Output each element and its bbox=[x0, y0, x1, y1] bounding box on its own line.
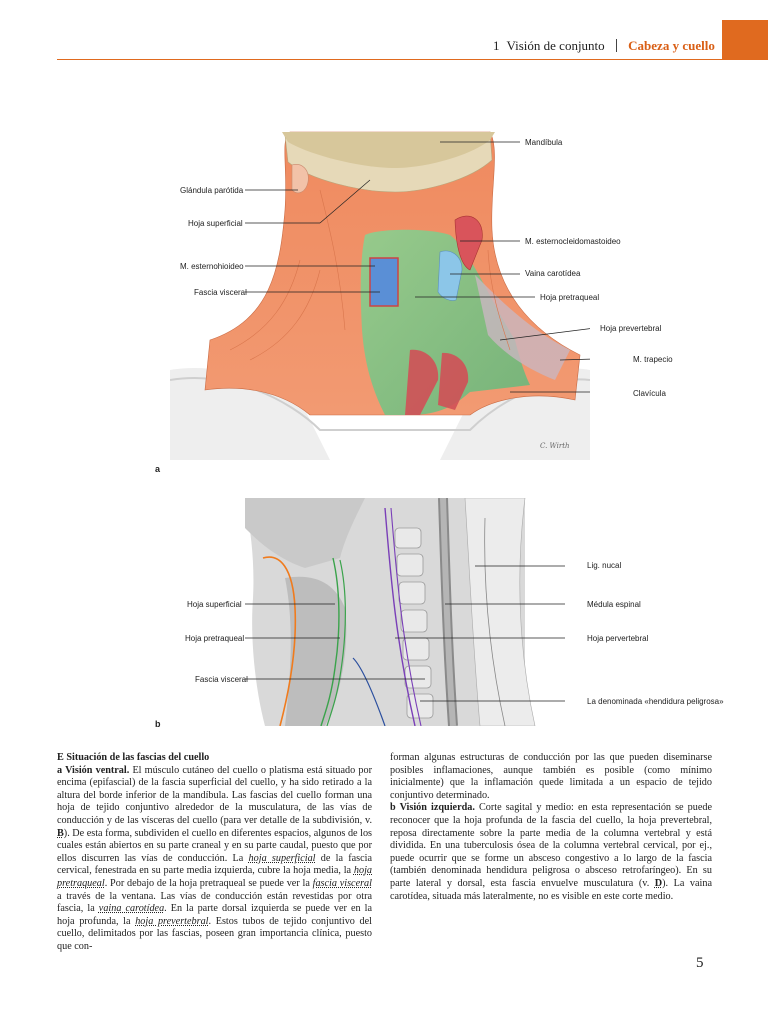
label-hoja-superficial-a: Hoja superficial bbox=[188, 219, 243, 228]
label-esternocleidomastoideo: M. esternocleidomastoideo bbox=[525, 237, 621, 246]
caption-item-b-title: b Visión izquierda. bbox=[390, 802, 475, 814]
running-head: 1 Visión de conjunto Cabeza y cuello bbox=[493, 38, 715, 54]
label-hoja-superficial-b: Hoja superficial bbox=[187, 600, 242, 609]
label-glandula-parotida: Glándula parótida bbox=[180, 186, 244, 195]
figure-a-letter: a bbox=[155, 464, 161, 474]
caption-heading: E Situación de las fascias del cuello bbox=[57, 752, 210, 763]
header-rule bbox=[57, 59, 722, 60]
reference-d[interactable]: D bbox=[654, 877, 663, 889]
page-header: 1 Visión de conjunto Cabeza y cuello bbox=[0, 0, 768, 60]
caption-right-column: forman algunas estructuras de conducción… bbox=[390, 752, 712, 903]
term-fascia-visceral: fascia visceral bbox=[312, 877, 372, 889]
label-lig-nucal: Lig. nucal bbox=[587, 561, 622, 570]
label-esternohioideo: M. esternohioideo bbox=[180, 262, 244, 271]
section-title: Cabeza y cuello bbox=[628, 38, 715, 53]
label-hendidura-peligrosa: La denominada «hendidura peligrosa» bbox=[587, 697, 724, 706]
reference-b[interactable]: B bbox=[57, 827, 64, 839]
chapter-tab bbox=[722, 20, 768, 60]
caption-item-a-title: a Visión ventral. bbox=[57, 764, 130, 776]
label-trapecio: M. trapecio bbox=[633, 355, 673, 364]
chapter-title: Visión de conjunto bbox=[506, 38, 605, 53]
header-separator bbox=[615, 39, 617, 52]
label-vaina-carotidea: Vaina carotídea bbox=[525, 269, 581, 278]
chapter-number: 1 bbox=[493, 38, 500, 53]
label-hoja-pretraqueal-a: Hoja pretraqueal bbox=[540, 293, 600, 302]
caption-item-b: b Visión izquierda. Corte sagital y medi… bbox=[390, 802, 712, 902]
figure-b-letter: b bbox=[155, 719, 161, 729]
caption-continuation: forman algunas estructuras de conducción… bbox=[390, 752, 712, 801]
artist-signature: C. Wirth bbox=[540, 442, 570, 450]
label-hoja-prevertebral: Hoja prevertebral bbox=[600, 324, 662, 333]
page-number: 5 bbox=[696, 955, 704, 971]
label-fascia-visceral-b: Fascia visceral bbox=[195, 675, 248, 684]
label-medula-espinal: Médula espinal bbox=[587, 600, 641, 609]
label-clavicula: Clavícula bbox=[633, 389, 666, 398]
term-hoja-prevertebral: hoja prevertebral bbox=[135, 915, 209, 927]
term-hoja-pretraqueal: hoja pretraqueal bbox=[57, 865, 372, 889]
label-fascia-visceral-a: Fascia visceral bbox=[194, 288, 247, 297]
figure-b-illustration bbox=[245, 498, 565, 726]
caption-left-column: E Situación de las fascias del cuello a … bbox=[57, 752, 372, 954]
caption-item-a: a Visión ventral. El músculo cutáneo del… bbox=[57, 764, 372, 952]
term-vaina-carotidea: vaina carotídea bbox=[98, 903, 165, 915]
label-hoja-pervertebral: Hoja pervertebral bbox=[587, 634, 649, 643]
figure-a-illustration: C. Wirth bbox=[170, 131, 590, 460]
label-hoja-pretraqueal-b: Hoja pretraqueal bbox=[185, 634, 245, 643]
term-hoja-superficial: hoja superficial bbox=[248, 852, 316, 864]
label-mandibula: Mandíbula bbox=[525, 138, 563, 147]
